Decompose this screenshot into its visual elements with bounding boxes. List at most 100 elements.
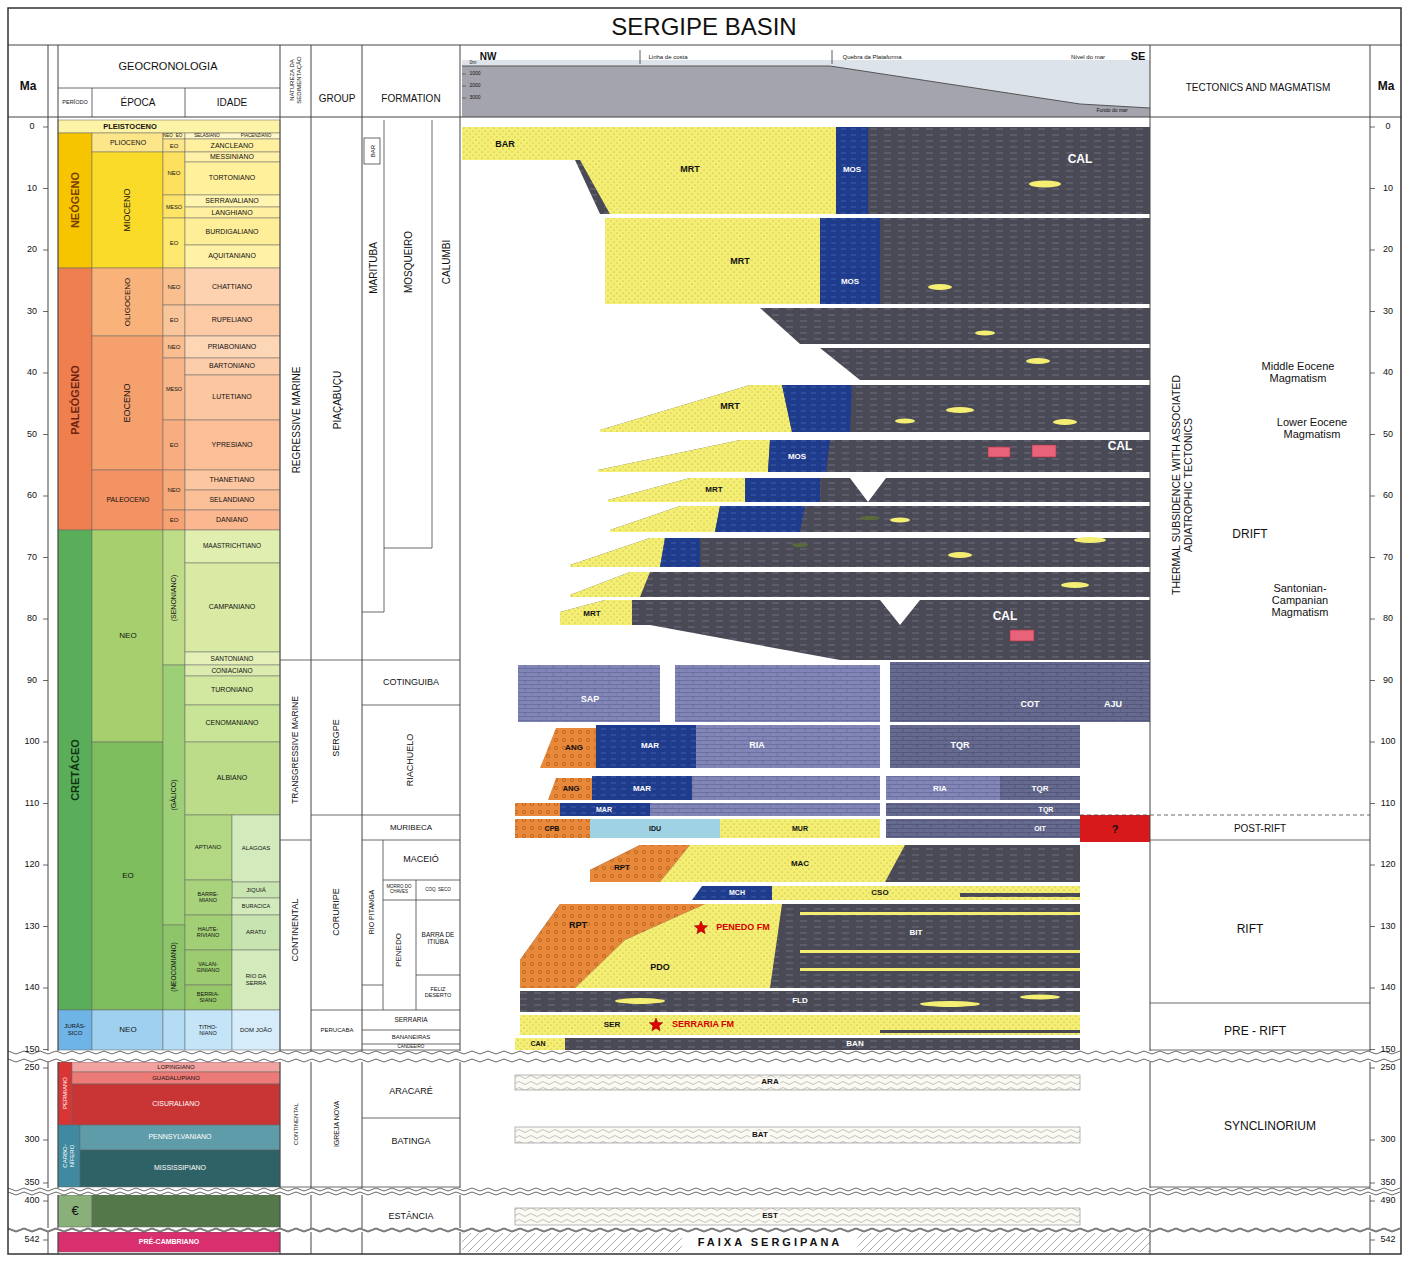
chart-label: CONIACIANO	[211, 667, 252, 674]
drift-sequence	[745, 478, 820, 502]
age-cell	[232, 950, 280, 1010]
chart-label: THERMAL SUBSIDENCE WITH ASSOCIATED ADIAT…	[1171, 373, 1194, 598]
chart-label: TECTONICS AND MAGMATISM	[1186, 82, 1331, 93]
chart-label: 250	[24, 1063, 39, 1073]
sand-stripe	[800, 912, 1080, 915]
age-cell	[185, 530, 280, 563]
limestone	[692, 776, 880, 800]
age-cell	[185, 152, 280, 162]
drift-sequence	[820, 348, 1150, 380]
rule-line	[383, 880, 460, 881]
rule-line	[1370, 988, 1375, 989]
chart-label: COTINGUIBA	[383, 678, 439, 688]
chart-label: MOS	[788, 453, 806, 462]
chart-label: 50	[27, 430, 37, 440]
sandstone	[515, 1038, 565, 1050]
limestone	[886, 776, 1000, 800]
dolomite	[560, 803, 650, 816]
age-cell	[185, 705, 280, 742]
chart-label: PENEDO	[395, 933, 404, 967]
chart-label: Nível do mar	[1071, 54, 1105, 61]
sandstone	[720, 819, 880, 838]
break-line	[8, 1192, 1400, 1195]
chart-label: PIAÇABUÇU	[332, 371, 343, 429]
rule-line	[311, 815, 362, 816]
chart-label: MACEIÓ	[403, 855, 439, 865]
rule-line	[640, 50, 641, 64]
rule-line	[362, 1030, 460, 1031]
drift-sequence	[462, 127, 836, 214]
rule-line	[43, 1201, 48, 1202]
chart-label: CALUMBI	[441, 240, 452, 284]
rule-line	[1370, 496, 1375, 497]
drift-sequence	[880, 600, 920, 625]
chart-label: PLEISTOCENO	[103, 123, 157, 131]
chart-label: NEO	[167, 284, 180, 291]
age-cell	[92, 1010, 163, 1050]
chart-label: NEO	[167, 344, 180, 351]
chart-label: 0m	[470, 60, 477, 66]
lens	[948, 552, 972, 558]
chart-label: NEO	[163, 134, 173, 139]
rule-line	[43, 311, 48, 312]
age-cell	[163, 358, 185, 420]
rule-line	[43, 619, 48, 620]
rule-line	[362, 840, 460, 841]
chart-label: MESSINIANO	[210, 153, 254, 161]
chart-label: EO	[170, 517, 179, 524]
age-cell	[163, 925, 185, 1010]
chart-label: NW	[480, 51, 497, 62]
chart-label: FELIZ DESERTO	[418, 986, 458, 998]
chart-label: 70	[27, 553, 37, 563]
age-cell	[163, 336, 185, 358]
rule-line	[1370, 680, 1375, 681]
rule-line	[311, 1010, 362, 1011]
drift-sequence	[570, 572, 650, 597]
chart-label: NEO	[119, 1026, 136, 1035]
rule-line	[1370, 45, 1371, 1254]
chart-label: IDADE	[217, 97, 248, 108]
basement	[462, 1233, 682, 1252]
rule-line	[43, 803, 48, 804]
chart-label: SER	[604, 1021, 620, 1030]
rule-line	[362, 705, 460, 706]
chart-label: EO	[176, 134, 183, 139]
chart-label: 140	[24, 983, 39, 993]
rule-line	[1370, 188, 1375, 189]
chart-label: CANDEEIRO	[398, 1045, 425, 1050]
rule-line	[416, 880, 417, 1010]
chart-label: ANG	[563, 785, 580, 793]
chart-label: PRÉ-CAMBRIANO	[139, 1238, 199, 1246]
rule-line	[362, 45, 363, 1254]
age-cell	[58, 1125, 80, 1187]
chart-label: RUPELIANO	[212, 316, 252, 324]
age-cell	[72, 1072, 280, 1084]
rule-line	[362, 815, 460, 816]
chart-label: 100	[24, 737, 39, 747]
rule-line	[280, 840, 311, 841]
age-cell	[163, 665, 185, 925]
chart-label: MCH	[729, 889, 745, 897]
chart-label: 40	[27, 368, 37, 378]
age-cell	[58, 133, 92, 268]
age-cell	[163, 470, 185, 510]
chart-label: 10	[27, 184, 37, 194]
chart-label: POST-RIFT	[1234, 823, 1286, 834]
rule-line	[311, 45, 312, 1254]
chart-label: 350	[1380, 1178, 1395, 1188]
rule-line	[43, 127, 48, 128]
break-band	[8, 1228, 1401, 1232]
rule-line	[280, 1187, 311, 1188]
chart-label: 150	[24, 1045, 39, 1055]
age-cell	[185, 563, 280, 652]
age-cell	[185, 470, 280, 490]
chart-label: MURIBECA	[390, 824, 432, 833]
chart-label: MAR	[596, 806, 612, 814]
rule-line	[1370, 127, 1375, 128]
chart-label: PRE - RIFT	[1224, 1025, 1286, 1038]
chart-label: ARATU	[246, 929, 266, 936]
chart-label: 1000	[469, 71, 480, 77]
rule-line	[1370, 619, 1375, 620]
chart-label: RIA	[749, 741, 765, 751]
rule-line	[1150, 1187, 1370, 1188]
